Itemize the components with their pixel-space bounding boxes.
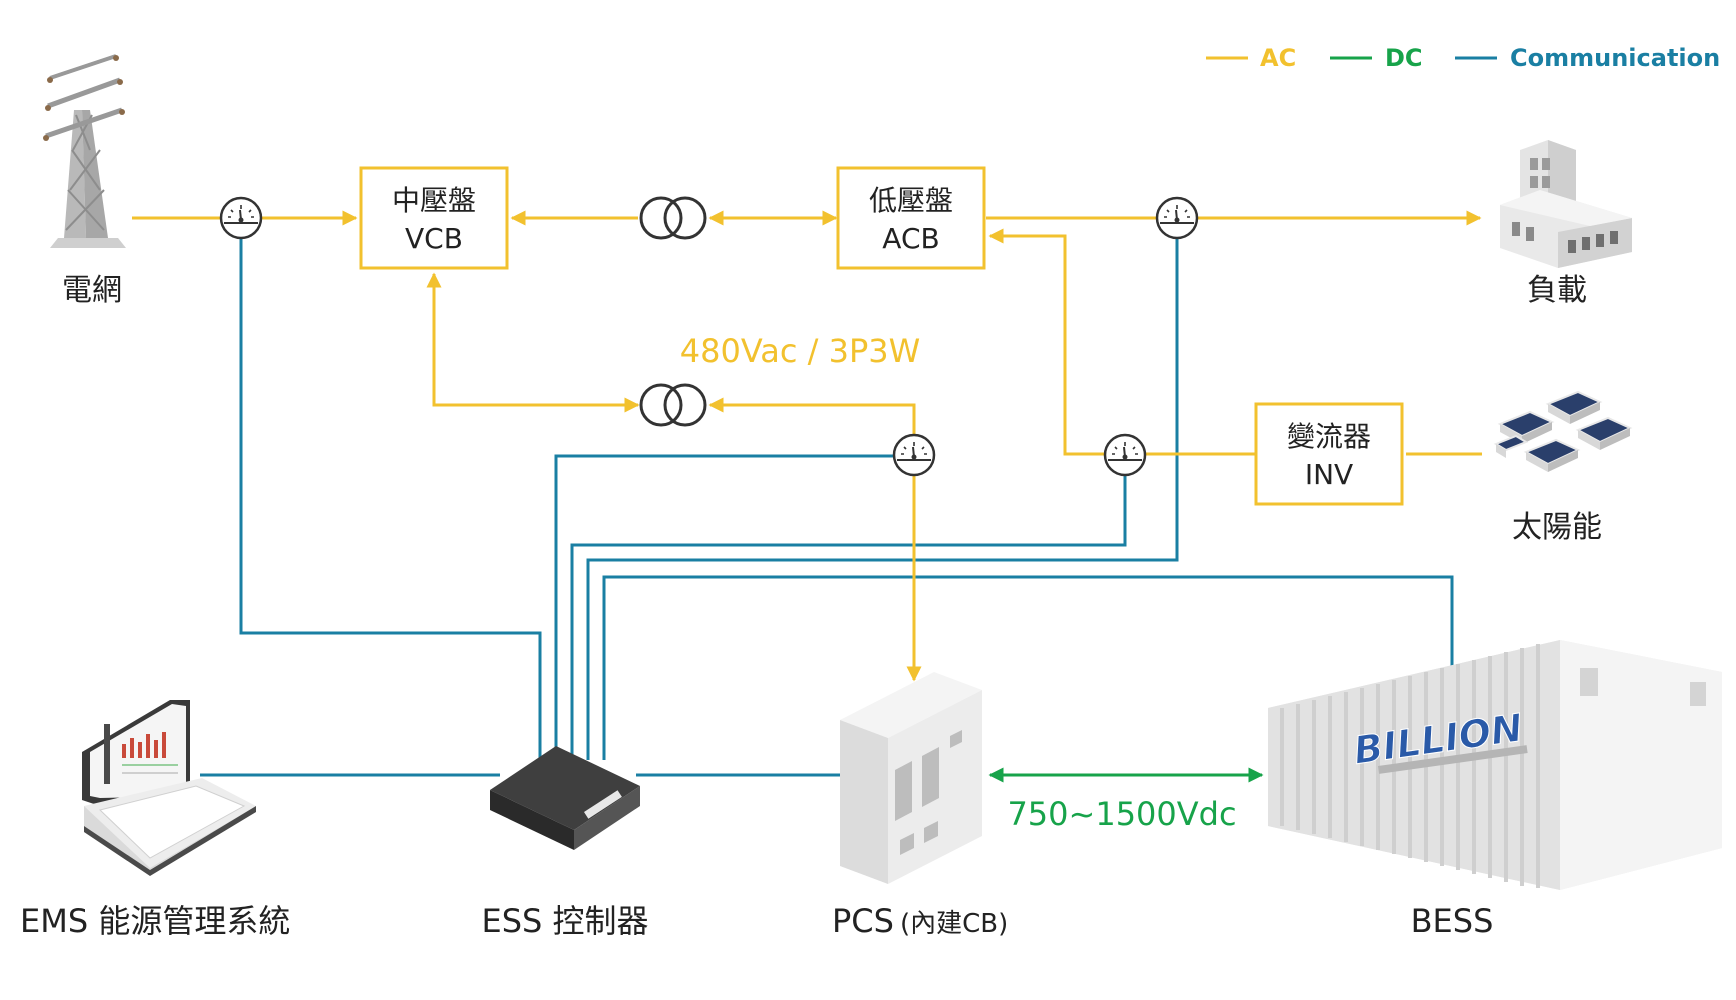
ess-label: ESS 控制器 <box>481 902 648 940</box>
ac-lines <box>132 210 1482 682</box>
vcb-label-line2: VCB <box>405 222 463 255</box>
acb-label-line1: 低壓盤 <box>869 184 953 217</box>
legend-ac-label: AC <box>1260 44 1296 72</box>
legend: AC DC Communication <box>1206 44 1720 72</box>
vcb-box: 中壓盤 VCB <box>359 166 509 270</box>
meter-icon <box>219 196 263 240</box>
inv-label-line1: 變流器 <box>1287 420 1371 453</box>
ac-voltage-label: 480Vac / 3P3W <box>680 332 920 370</box>
controller-icon <box>490 746 640 850</box>
solar-label: 太陽能 <box>1512 510 1602 545</box>
meter-icon <box>1103 433 1147 477</box>
transformer-icon <box>639 196 707 240</box>
vcb-label-line1: 中壓盤 <box>392 184 476 217</box>
container-icon: BILLION <box>1268 640 1722 890</box>
load-label: 負載 <box>1527 273 1587 308</box>
dc-voltage-label: 750~1500Vdc <box>1007 795 1236 833</box>
meter-icon <box>892 433 936 477</box>
communication-lines <box>200 238 1454 777</box>
pcs-cabinet-icon <box>840 672 982 884</box>
legend-dc-label: DC <box>1385 44 1423 72</box>
pcs-sublabel: (內建CB) <box>900 909 1008 939</box>
bess-label: BESS <box>1411 902 1494 940</box>
laptop-icon <box>82 700 256 876</box>
solar-panel-icon <box>1493 390 1633 472</box>
acb-label-line2: ACB <box>882 222 939 255</box>
ems-label: EMS 能源管理系統 <box>20 902 290 940</box>
inv-box: 變流器 INV <box>1254 402 1404 506</box>
acb-box: 低壓盤 ACB <box>836 166 986 270</box>
transformer-icon <box>639 383 707 427</box>
pcs-label: PCS <box>832 902 894 940</box>
transmission-tower-icon <box>43 54 126 248</box>
legend-comm-label: Communication <box>1510 44 1720 72</box>
meter-icon <box>1155 196 1199 240</box>
building-icon <box>1500 140 1632 268</box>
inv-label-line2: INV <box>1305 458 1353 491</box>
grid-label: 電網 <box>62 273 122 308</box>
